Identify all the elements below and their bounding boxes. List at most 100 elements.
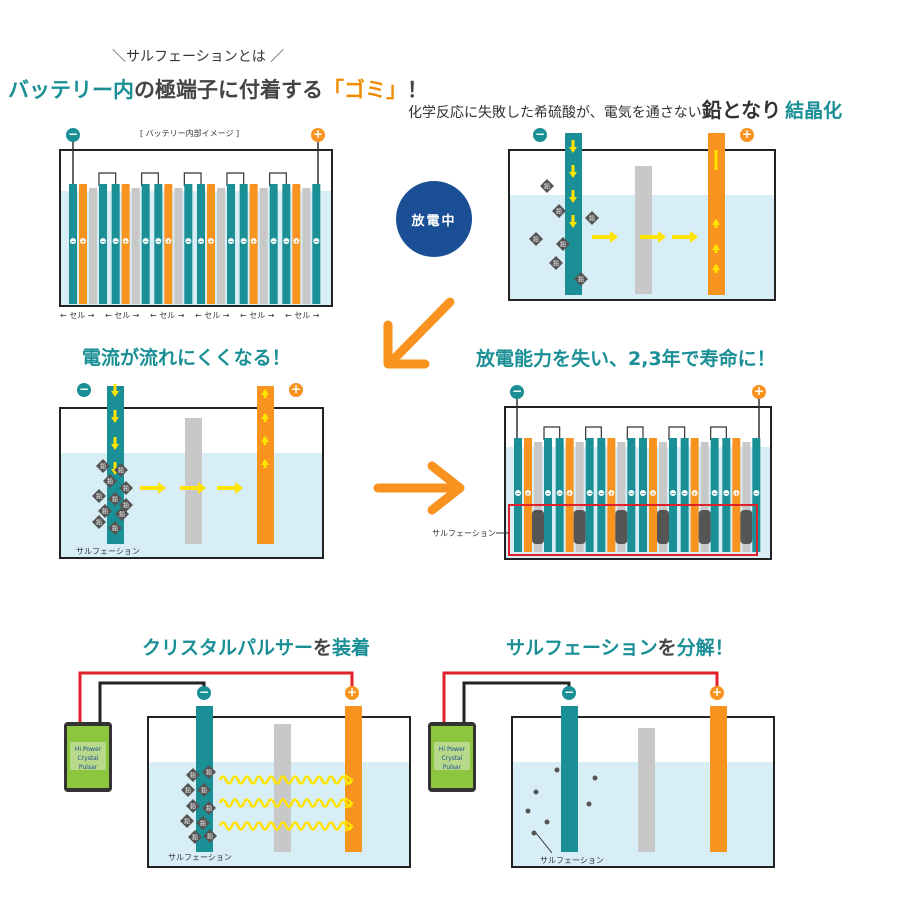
svg-text:鉛: 鉛 — [102, 508, 108, 516]
svg-text:鉛: 鉛 — [185, 787, 191, 795]
svg-text:−: − — [587, 491, 592, 498]
svg-text:鉛: 鉛 — [206, 805, 212, 813]
svg-text:−: − — [143, 239, 148, 246]
svg-text:鉛: 鉛 — [119, 511, 125, 519]
svg-text:−: − — [640, 491, 645, 498]
minus-terminal-icon: − — [533, 127, 547, 142]
plus-terminal-icon: + — [311, 127, 325, 142]
panel6-title-part3: 分解！ — [676, 637, 734, 659]
panel2-caption: 化学反応に失敗した希硫酸が、電気を通さない鉛となり結晶化 — [408, 94, 842, 123]
device-right-label: Hi Power Crystal Pulsar — [432, 745, 472, 772]
svg-text:鉛: 鉛 — [578, 276, 584, 284]
svg-text:−: − — [599, 491, 604, 498]
panel6-diagram — [428, 671, 775, 868]
svg-text:鉛: 鉛 — [190, 803, 196, 811]
svg-text:+: + — [80, 239, 85, 246]
svg-text:−: − — [557, 491, 562, 498]
svg-text:−: − — [284, 239, 289, 246]
panel6-title: サルフェーションを分解！ — [506, 633, 734, 660]
panel4-title: 放電能力を失い、2,3年で寿命に！ — [476, 348, 776, 370]
panel3-sulfation-label: サルフェーション — [76, 547, 140, 556]
cell-label: ← セル → — [240, 311, 275, 320]
svg-text:+: + — [692, 491, 697, 498]
svg-text:+: + — [123, 239, 128, 246]
device-left-label: Hi Power Crystal Pulsar — [68, 745, 108, 772]
svg-text:+: + — [734, 491, 739, 498]
svg-text:鉛: 鉛 — [200, 820, 206, 828]
svg-text:+: + — [650, 491, 655, 498]
caption-part1: 化学反応に失敗した希硫酸が、電気を通さない — [408, 105, 702, 121]
discharge-badge-label: 放電中 — [411, 214, 457, 229]
panel5-title-part3: 装着 — [332, 637, 371, 659]
svg-text:−: − — [156, 239, 161, 246]
panel5-diagram: 鉛鉛鉛鉛鉛鉛鉛鉛鉛鉛 — [64, 671, 411, 868]
svg-text:鉛: 鉛 — [123, 502, 129, 510]
minus-terminal-icon: − — [77, 382, 91, 397]
caption-part3: 結晶化 — [785, 100, 843, 122]
headline-part3: 「ゴミ」 — [323, 78, 407, 102]
svg-text:鉛: 鉛 — [96, 519, 102, 527]
svg-text:+: + — [251, 239, 256, 246]
svg-text:+: + — [609, 491, 614, 498]
discharge-badge — [396, 181, 472, 257]
svg-text:−: − — [670, 491, 675, 498]
svg-text:鉛: 鉛 — [553, 260, 559, 268]
svg-text:+: + — [567, 491, 572, 498]
svg-text:鉛: 鉛 — [123, 485, 129, 493]
plus-terminal-icon: + — [345, 685, 359, 700]
svg-text:鉛: 鉛 — [100, 463, 106, 471]
svg-text:+: + — [208, 239, 213, 246]
panel1-caption: [ バッテリー内部イメージ ] — [140, 129, 240, 138]
svg-text:−: − — [545, 491, 550, 498]
svg-text:鉛: 鉛 — [112, 525, 118, 533]
svg-text:−: − — [271, 239, 276, 246]
cell-label: ← セル → — [285, 311, 320, 320]
svg-text:−: − — [100, 239, 105, 246]
svg-text:+: + — [166, 239, 171, 246]
svg-text:鉛: 鉛 — [533, 236, 539, 244]
svg-text:鉛: 鉛 — [184, 818, 190, 826]
svg-text:−: − — [629, 491, 634, 498]
cell-label: ← セル → — [150, 311, 185, 320]
device-right-label1: Hi Power — [438, 746, 466, 753]
panel6-sulfation-label: サルフェーション — [540, 856, 604, 865]
minus-terminal-icon: − — [66, 127, 80, 142]
svg-text:−: − — [712, 491, 717, 498]
svg-text:−: − — [241, 239, 246, 246]
svg-text:−: − — [228, 239, 233, 246]
big-arrow-diagonal — [383, 297, 455, 369]
cell-label: ← セル → — [60, 311, 95, 320]
svg-text:鉛: 鉛 — [206, 769, 212, 777]
svg-text:鉛: 鉛 — [192, 834, 198, 842]
panel6-title-part1: サルフェーション — [506, 637, 658, 659]
panel5-title-part1: クリスタルパルサー — [142, 637, 314, 659]
device-right-label2: Crystal Pulsar — [441, 755, 463, 771]
panel6-title-part2: を — [657, 637, 677, 659]
svg-text:鉛: 鉛 — [112, 496, 118, 504]
panel5-title: クリスタルパルサーを装着 — [142, 633, 370, 660]
minus-terminal-icon: − — [562, 685, 576, 700]
svg-text:鉛: 鉛 — [544, 183, 550, 191]
svg-text:鉛: 鉛 — [589, 215, 595, 223]
panel3-diagram: 鉛鉛鉛鉛鉛鉛鉛鉛鉛鉛鉛 — [59, 384, 324, 559]
svg-text:+: + — [525, 491, 530, 498]
plus-terminal-icon: + — [740, 127, 754, 142]
svg-text:鉛: 鉛 — [207, 833, 213, 841]
panel3-title: 電流が流れにくくなる！ — [82, 347, 291, 369]
headline-part4: ！ — [407, 78, 428, 102]
cell-label: ← セル → — [105, 311, 140, 320]
svg-text:鉛: 鉛 — [118, 467, 124, 475]
device-left-label2: Crystal Pulsar — [77, 755, 99, 771]
svg-text:−: − — [186, 239, 191, 246]
device-left-label1: Hi Power — [74, 746, 102, 753]
minus-terminal-icon: − — [510, 384, 524, 399]
svg-text:−: − — [314, 239, 319, 246]
svg-text:−: − — [724, 491, 729, 498]
svg-text:−: − — [515, 491, 520, 498]
big-arrow-right — [373, 461, 465, 515]
svg-text:鉛: 鉛 — [107, 478, 113, 486]
panel5-title-part2: を — [313, 637, 333, 659]
svg-text:−: − — [113, 239, 118, 246]
